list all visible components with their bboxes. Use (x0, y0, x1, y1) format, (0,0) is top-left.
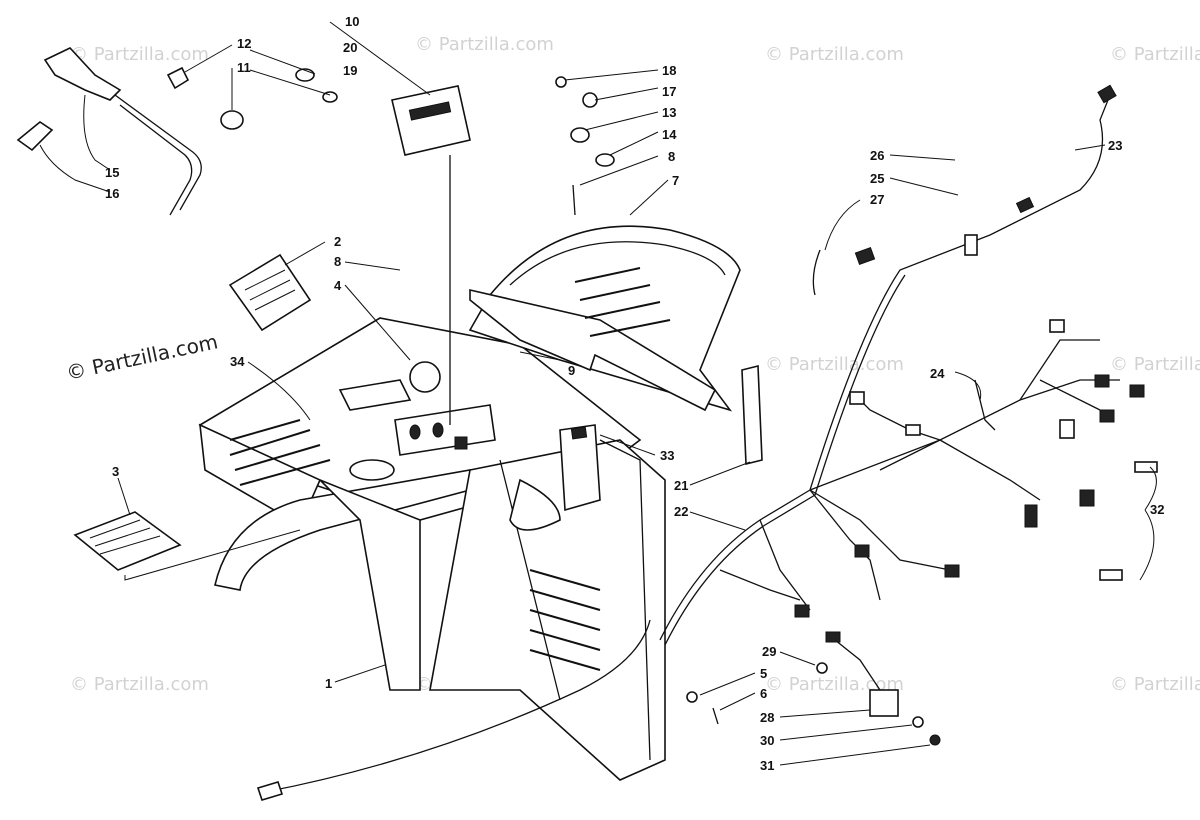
part-label-22: 22 (674, 504, 688, 519)
part-label-4: 4 (334, 278, 342, 293)
part-label-13: 13 (662, 105, 676, 120)
part-label-21: 21 (674, 478, 688, 493)
switch-parts (166, 66, 615, 216)
part-label-30: 30 (760, 733, 774, 748)
part-label-25: 25 (870, 171, 884, 186)
part-label-23: 23 (1108, 138, 1122, 153)
part-label-8-top: 8 (668, 149, 675, 164)
part-label-6: 6 (760, 686, 767, 701)
deck-vents (229, 419, 331, 486)
decal-33 (559, 424, 601, 512)
part-label-18: 18 (662, 63, 676, 78)
decal-3 (73, 511, 182, 571)
watermark: © Partzilla.com (1110, 674, 1200, 695)
part-label-16: 16 (105, 186, 119, 201)
decal-2 (228, 253, 312, 332)
gauge-hole (409, 361, 441, 393)
wiring-harness (659, 84, 1158, 646)
vent-slots (529, 569, 601, 671)
part-label-31: 31 (760, 758, 774, 773)
watermark: © Partzilla.com (765, 674, 904, 695)
part-label-15: 15 (105, 165, 119, 180)
part-label-2: 2 (334, 234, 341, 249)
part-label-8-mid: 8 (334, 254, 341, 269)
watermark: © Partzilla.com (70, 44, 209, 65)
watermark: © Partzilla.com (1110, 44, 1200, 65)
part-label-3: 3 (112, 464, 119, 479)
part-label-1: 1 (325, 676, 332, 691)
part-label-34: 34 (230, 354, 245, 369)
watermark: © Partzilla.com (70, 674, 209, 695)
part-label-29: 29 (762, 644, 776, 659)
part-label-9: 9 (568, 363, 575, 378)
watermark: © Partzilla.com (415, 34, 554, 55)
part-label-10: 10 (345, 14, 359, 29)
watermark-strong: © Partzilla.com (64, 329, 220, 385)
part-label-14: 14 (662, 127, 677, 142)
part-label-27: 27 (870, 192, 884, 207)
shroud-vents (574, 267, 671, 337)
part-label-12: 12 (237, 36, 251, 51)
cup-hole (349, 459, 395, 481)
solenoid-assembly (686, 631, 941, 746)
part-label-7: 7 (672, 173, 679, 188)
windshield-panel (468, 225, 741, 412)
part-label-24: 24 (930, 366, 945, 381)
part-label-33: 33 (660, 448, 674, 463)
leader-lines (39, 21, 1157, 766)
console-body (198, 317, 666, 781)
watermark: © Partzilla.com (765, 44, 904, 65)
part-label-17: 17 (662, 84, 676, 99)
part-label-26: 26 (870, 148, 884, 163)
part-label-19: 19 (343, 63, 357, 78)
part-labels: 12 11 20 19 10 15 16 18 17 13 14 8 7 2 8… (105, 14, 1164, 773)
part-label-20: 20 (343, 40, 357, 55)
part-label-11: 11 (237, 60, 251, 75)
part-label-32: 32 (1150, 502, 1164, 517)
strap-21 (741, 364, 763, 466)
part-label-5: 5 (760, 666, 767, 681)
part-label-28: 28 (760, 710, 774, 725)
watermark: © Partzilla.com (765, 354, 904, 375)
cable-assembly (16, 47, 202, 216)
cable-bottom (264, 619, 651, 793)
watermark: © Partzilla.com (1110, 354, 1200, 375)
panel-10 (391, 85, 471, 156)
